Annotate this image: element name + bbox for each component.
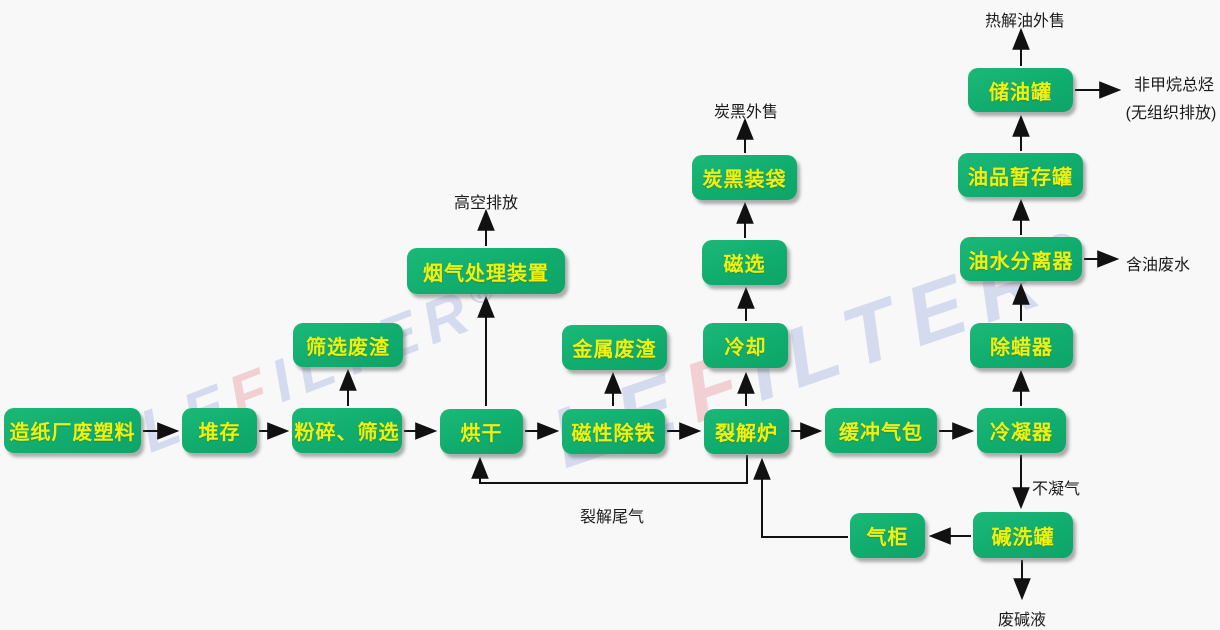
node-crushing-screening: 粉碎、筛选 xyxy=(292,408,402,453)
node-oil-temporary-storage-tank: 油品暂存罐 xyxy=(958,153,1083,197)
label-non-methane-hydrocarbons: 非甲烷总烃 xyxy=(1133,77,1215,94)
label-carbon-black-for-sale: 炭黑外售 xyxy=(713,104,779,121)
node-magnetic-iron-removal: 磁性除铁 xyxy=(562,409,665,454)
label-pyrolysis-oil-for-sale: 热解油外售 xyxy=(984,13,1066,30)
node-metal-waste-residue: 金属废渣 xyxy=(562,325,667,370)
node-oil-water-separator: 油水分离器 xyxy=(960,237,1082,281)
label-waste-alkali-liquid: 废碱液 xyxy=(997,612,1047,629)
node-drying: 烘干 xyxy=(440,409,523,454)
arrow-tail-gas-furnace-to-drying xyxy=(471,455,748,484)
node-gas-holder: 气柜 xyxy=(850,513,925,558)
node-stockpiling: 堆存 xyxy=(182,408,257,453)
label-non-condensable-gas: 不凝气 xyxy=(1032,481,1081,498)
label-fugitive-emission: (无组织排放) xyxy=(1125,105,1217,122)
node-paper-mill-waste-plastic: 造纸厂废塑料 xyxy=(4,408,141,453)
label-high-altitude-discharge: 高空排放 xyxy=(453,195,519,212)
node-oil-storage-tank: 储油罐 xyxy=(968,68,1073,112)
arrow-gas-holder-to-furnace xyxy=(753,457,848,538)
node-magnetic-separation: 磁选 xyxy=(702,240,787,285)
node-pyrolysis-furnace: 裂解炉 xyxy=(704,409,789,454)
node-screening-waste-residue: 筛选废渣 xyxy=(293,323,403,367)
node-alkali-washing-tank: 碱洗罐 xyxy=(973,512,1073,558)
label-pyrolysis-tail-gas: 裂解尾气 xyxy=(579,509,645,526)
node-flue-gas-treatment-unit: 烟气处理装置 xyxy=(407,248,565,294)
node-carbon-black-bagging: 炭黑装袋 xyxy=(692,155,797,200)
node-cooling: 冷却 xyxy=(703,323,788,368)
node-condenser: 冷凝器 xyxy=(977,408,1066,453)
node-dewaxer: 除蜡器 xyxy=(970,323,1073,368)
label-oily-wastewater: 含油废水 xyxy=(1125,257,1191,274)
node-buffer-gas-tank: 缓冲气包 xyxy=(825,408,937,453)
